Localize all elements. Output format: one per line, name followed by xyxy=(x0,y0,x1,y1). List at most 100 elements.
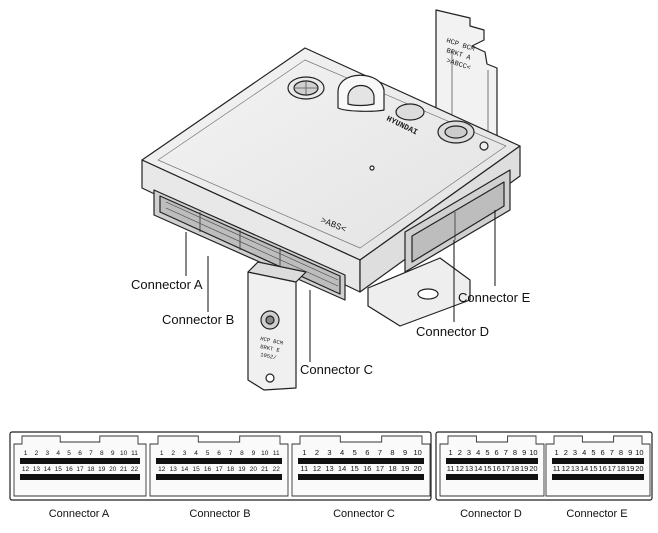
connector-d-pin-label: 8 xyxy=(513,448,517,457)
connector-b-pin-label: 4 xyxy=(194,450,198,457)
connector-b-housing xyxy=(149,435,289,497)
connector-b-pin-label: 11 xyxy=(273,450,280,457)
callout-connector-b: Connector B xyxy=(162,312,235,327)
connector-c-pin-label: 3 xyxy=(327,448,331,457)
connector-a-pin-label: 5 xyxy=(67,450,71,457)
connector-e-pin-label: 16 xyxy=(598,464,606,473)
connector-c-pin-label: 18 xyxy=(388,464,396,473)
connector-e-terminal-strip-1 xyxy=(552,458,644,464)
connector-d-pin-label: 6 xyxy=(495,448,499,457)
connector-e-pin-label: 20 xyxy=(635,464,643,473)
connector-c-pin-label: 7 xyxy=(378,448,382,457)
connector-e-pin-label: 8 xyxy=(619,448,623,457)
caption-connector-a: Connector A xyxy=(48,508,110,520)
connector-e-pin-label: 11 xyxy=(553,464,561,473)
connector-b-pin-label: 5 xyxy=(206,450,210,457)
callout-connector-e: Connector E xyxy=(458,290,531,305)
callout-connector-d: Connector D xyxy=(416,324,489,339)
connector-a-pin-label: 12 xyxy=(22,466,30,473)
connector-a-pin-label: 1 xyxy=(24,450,28,457)
connector-a-pin-label: 21 xyxy=(120,466,128,473)
connector-a-pin-label: 10 xyxy=(120,450,128,457)
connector-a-pin-label: 15 xyxy=(55,466,63,473)
caption-connector-e: Connector E xyxy=(566,508,628,520)
connector-a-pin-label: 3 xyxy=(45,450,49,457)
connector-d-pin-label: 3 xyxy=(467,448,471,457)
caption-connector-b: Connector B xyxy=(189,508,251,520)
connector-c-pin-label: 19 xyxy=(401,464,409,473)
caption-connector-c: Connector C xyxy=(333,508,395,520)
connector-b-pin-label: 1 xyxy=(160,450,164,457)
connector-b-pin-label: 8 xyxy=(240,450,244,457)
connector-d-pin-label: 19 xyxy=(520,464,528,473)
connector-e-pin-label: 6 xyxy=(601,448,605,457)
connector-c-pin-label: 17 xyxy=(376,464,384,473)
connector-a-pin-label: 2 xyxy=(35,450,39,457)
connector-group-de-frame xyxy=(435,431,653,501)
connector-a-pin-label: 13 xyxy=(33,466,41,473)
small-bracket-text-1: HCP BCM xyxy=(260,335,284,347)
connector-c-pin-label: 16 xyxy=(363,464,371,473)
connector-e-pin-label: 17 xyxy=(608,464,616,473)
connector-e-pin-label: 3 xyxy=(573,448,577,457)
connector-d-pin-label: 13 xyxy=(465,464,473,473)
connector-a-terminal-strip-2 xyxy=(20,474,140,480)
connector-e-pin-label: 4 xyxy=(582,448,586,457)
connector-c-pin-label: 6 xyxy=(365,448,369,457)
callout-connector-a: Connector A xyxy=(131,277,203,292)
connector-e-pin-label: 14 xyxy=(580,464,588,473)
connector-d-pin-label: 9 xyxy=(522,448,526,457)
connector-e-pin-label: 19 xyxy=(626,464,634,473)
connector-e-pin-label: 12 xyxy=(562,464,570,473)
connector-b-pin-label: 20 xyxy=(250,466,258,473)
connector-e-pin-label: 15 xyxy=(589,464,597,473)
connector-d-pin-label: 10 xyxy=(529,448,537,457)
connector-d-pin-label: 12 xyxy=(456,464,464,473)
connector-e-pin-label: 10 xyxy=(635,448,643,457)
connector-e-pin-label: 2 xyxy=(564,448,568,457)
connector-a-pin-label: 17 xyxy=(76,466,84,473)
connector-c-pin-label: 9 xyxy=(403,448,407,457)
connector-a-pin-label: 18 xyxy=(87,466,95,473)
hanging-bracket xyxy=(247,271,297,391)
connector-a-pin-label: 16 xyxy=(65,466,73,473)
connector-c-pin-label: 12 xyxy=(313,464,321,473)
connector-a-pin-label: 11 xyxy=(131,450,138,457)
ecu-unit xyxy=(141,9,521,391)
connector-b-pin-label: 22 xyxy=(273,466,281,473)
connector-c-terminal-strip-2 xyxy=(298,474,424,480)
connector-b-pin-label: 10 xyxy=(261,450,269,457)
connector-c-pin-label: 2 xyxy=(315,448,319,457)
connector-b-terminal-strip-2 xyxy=(156,474,282,480)
connector-d-pin-label: 18 xyxy=(511,464,519,473)
connector-d-housing xyxy=(439,435,545,497)
connector-c-pin-label: 15 xyxy=(351,464,359,473)
connector-a-terminal-strip-1 xyxy=(20,458,140,464)
connector-b-pin-label: 13 xyxy=(170,466,178,473)
connector-d-terminal-strip-2 xyxy=(446,474,538,480)
connector-b-pin-label: 18 xyxy=(227,466,235,473)
connector-b-pin-label: 7 xyxy=(229,450,233,457)
connector-c-pin-label: 1 xyxy=(302,448,306,457)
connector-a-pin-label: 19 xyxy=(98,466,106,473)
connector-b-pin-label: 9 xyxy=(252,450,256,457)
connector-c-pin-label: 8 xyxy=(390,448,394,457)
connector-e-housing xyxy=(545,435,651,497)
connector-e-pin-label: 7 xyxy=(610,448,614,457)
connector-b-pin-label: 15 xyxy=(192,466,200,473)
connector-a-pin-label: 22 xyxy=(131,466,139,473)
connector-c-terminal-strip-1 xyxy=(298,458,424,464)
connector-c-pin-label: 5 xyxy=(353,448,357,457)
connector-d-pin-label: 11 xyxy=(447,464,455,473)
leader-lines xyxy=(185,210,496,362)
connector-b-pin-label: 19 xyxy=(238,466,246,473)
connector-b-pin-label: 3 xyxy=(183,450,187,457)
connector-c-pin-label: 20 xyxy=(414,464,422,473)
connector-c-pin-label: 10 xyxy=(414,448,422,457)
connector-a-pin-label: 14 xyxy=(44,466,52,473)
connector-b-pin-label: 14 xyxy=(181,466,189,473)
connector-d-pin-label: 20 xyxy=(529,464,537,473)
